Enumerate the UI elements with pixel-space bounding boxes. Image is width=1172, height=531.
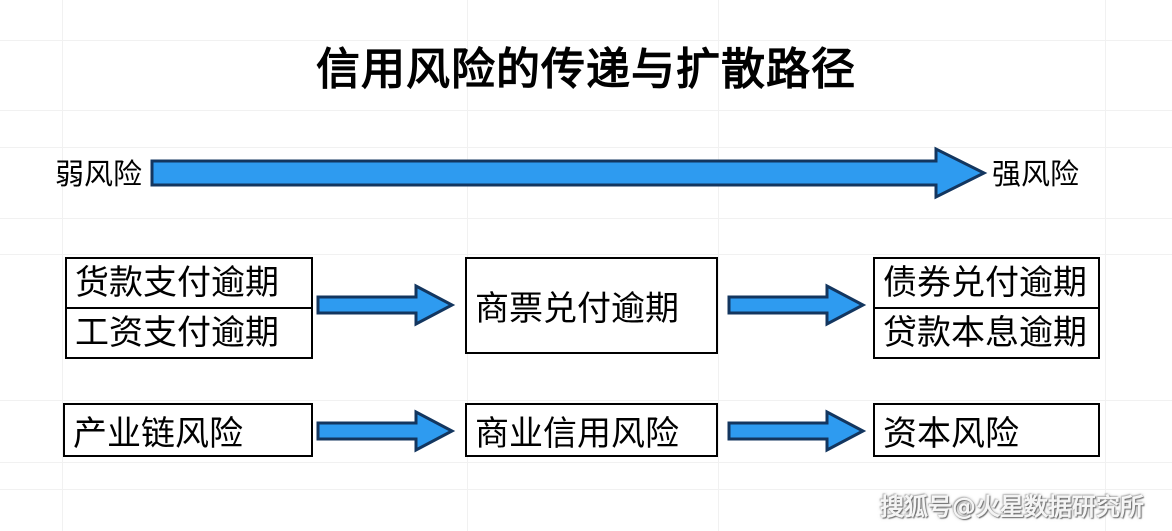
- stage-box-industry-chain-risk: 产业链风险: [63, 403, 313, 457]
- stage-line: 产业链风险: [73, 413, 243, 454]
- gridline: [0, 147, 1172, 148]
- gridline: [718, 0, 719, 531]
- stage-box-capital-risk: 资本风险: [873, 403, 1100, 457]
- gridline: [0, 489, 1172, 490]
- stage-line: 商业信用风险: [475, 413, 679, 454]
- stage-box-bond-loan-overdue: 债券兑付逾期 贷款本息逾期: [873, 257, 1100, 359]
- flow-arrow-icon: [727, 409, 867, 453]
- weak-risk-label: 弱风险: [55, 157, 143, 191]
- flow-arrow-icon: [727, 283, 867, 327]
- flow-arrow-icon: [316, 283, 456, 327]
- strong-risk-label: 强风险: [992, 157, 1080, 191]
- gridline: [0, 110, 1172, 111]
- watermark: 搜狐号@火星数据研究所: [880, 493, 1144, 521]
- risk-intensity-arrow-icon: [150, 146, 988, 200]
- stage-line: 货款支付逾期: [75, 263, 279, 303]
- gridline: [0, 254, 1172, 255]
- gridline: [1105, 0, 1106, 531]
- stage-box-commercial-paper-overdue: 商票兑付逾期: [465, 257, 718, 354]
- gridline: [0, 400, 1172, 401]
- flow-arrow-icon: [316, 409, 456, 453]
- page-title: 信用风险的传递与扩散路径: [316, 44, 856, 95]
- stage-line: 商票兑付逾期: [475, 289, 679, 329]
- stage-line: 工资支付逾期: [67, 307, 311, 357]
- stage-line: 债券兑付逾期: [883, 263, 1087, 303]
- gridline: [62, 0, 63, 531]
- gridline: [0, 40, 1172, 41]
- gridline: [0, 462, 1172, 463]
- stage-line: 贷款本息逾期: [875, 307, 1098, 357]
- gridline: [0, 218, 1172, 219]
- stage-box-payment-overdue: 货款支付逾期 工资支付逾期: [65, 257, 313, 359]
- stage-line: 资本风险: [883, 413, 1019, 454]
- stage-box-commercial-credit-risk: 商业信用风险: [465, 403, 718, 457]
